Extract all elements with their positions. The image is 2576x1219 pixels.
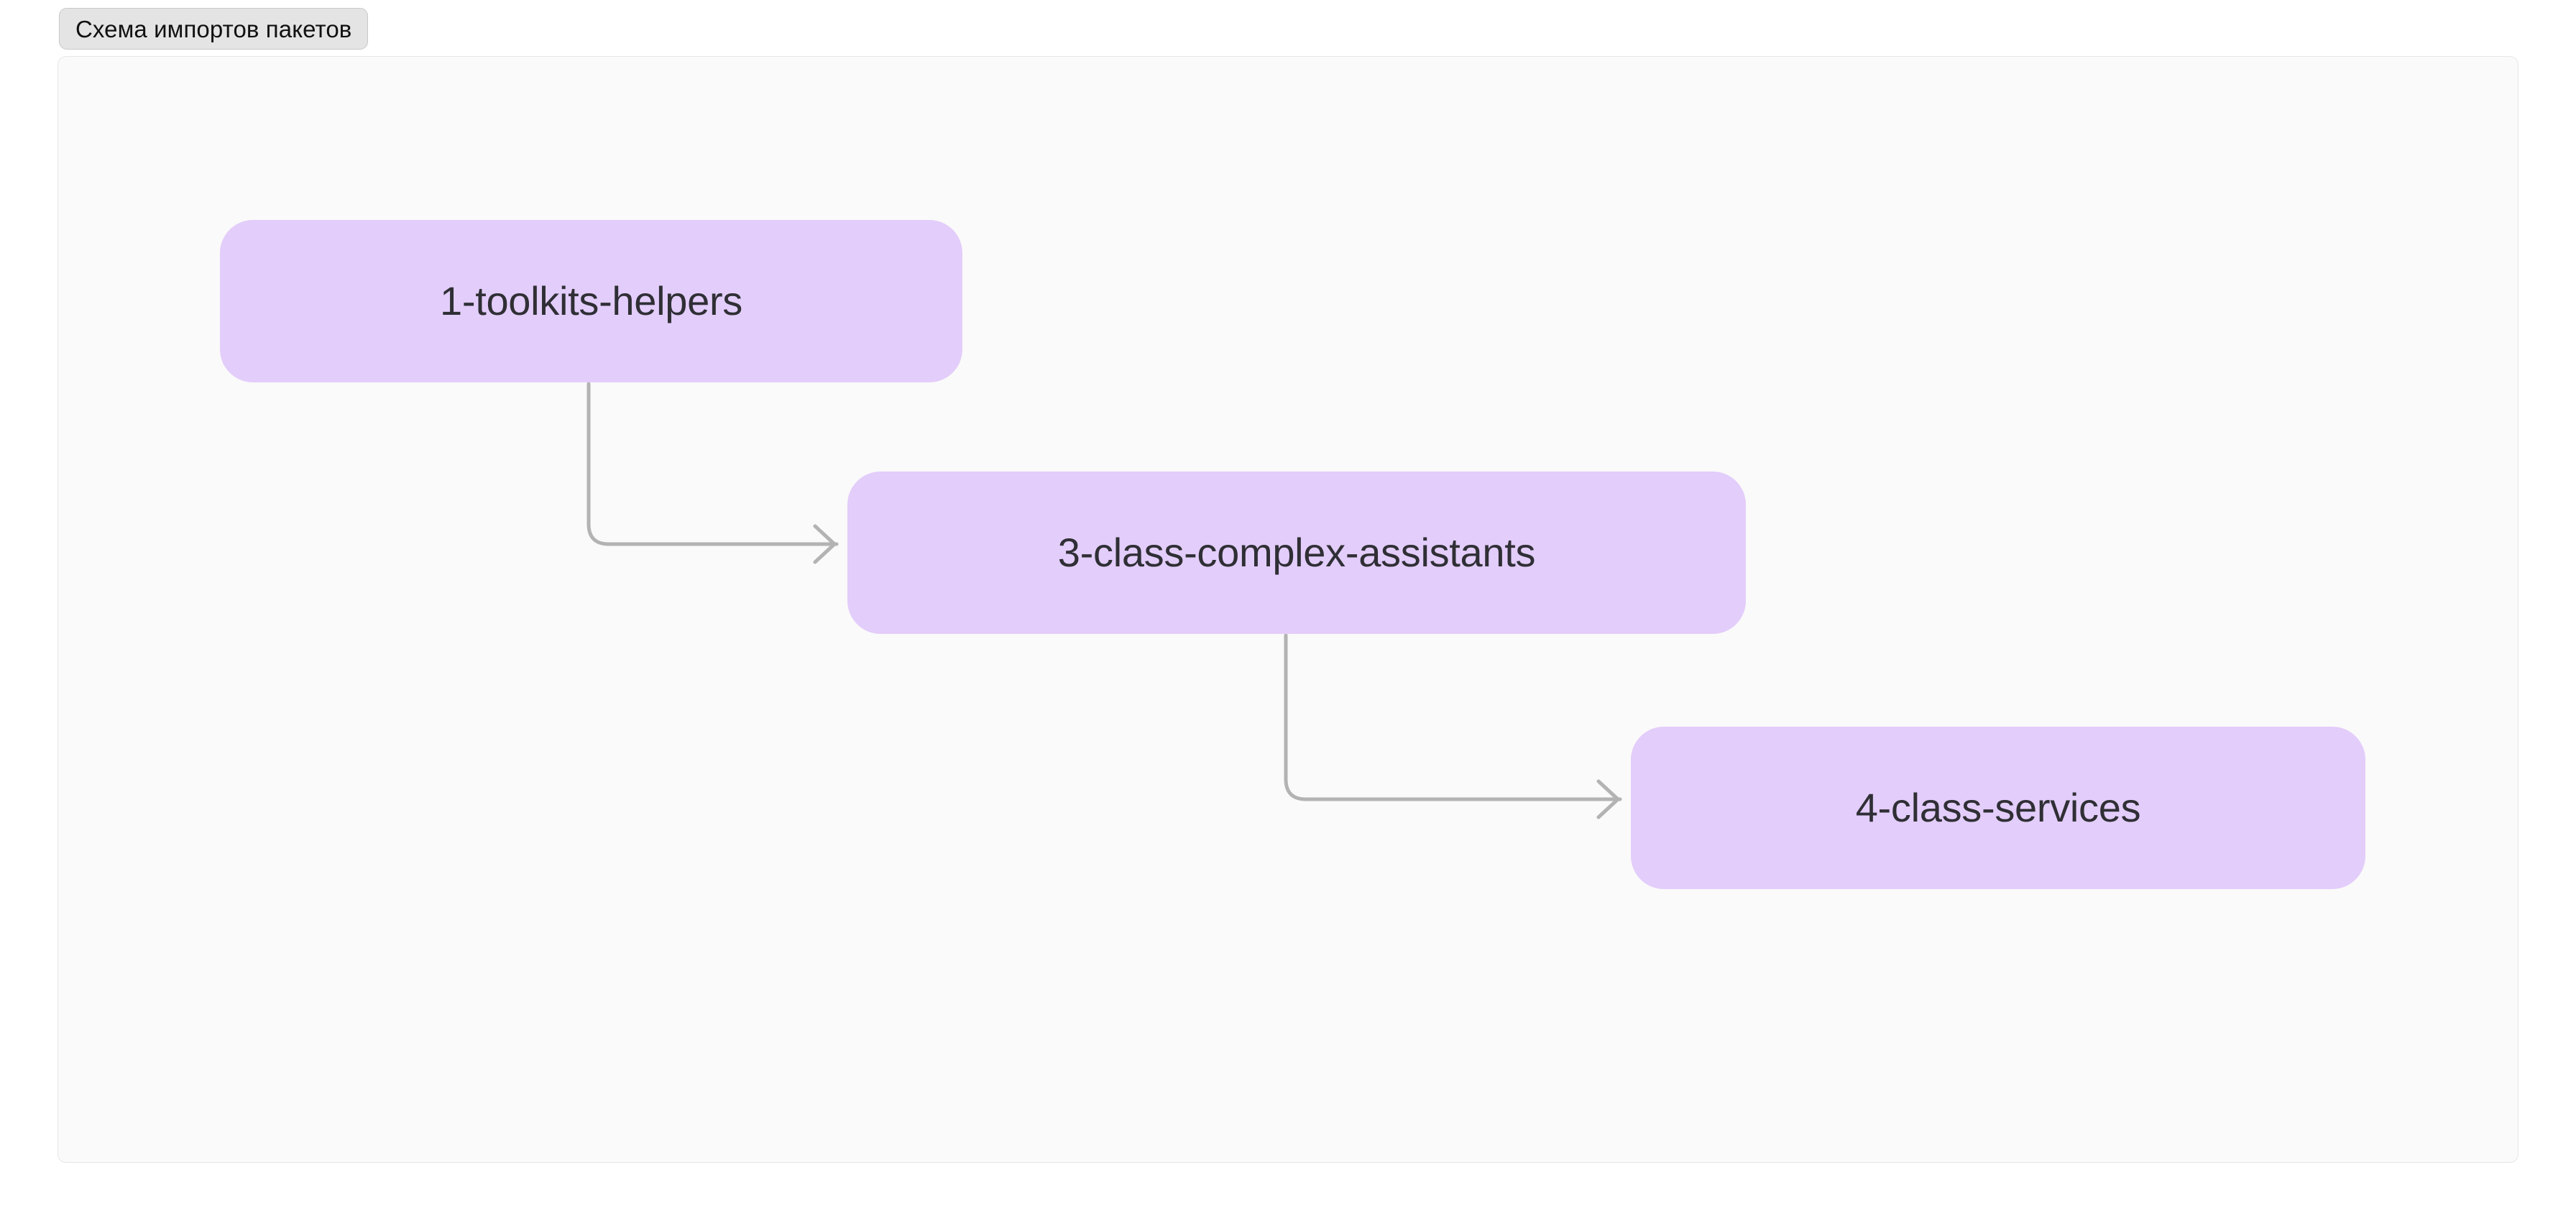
diagram-node-label: 1-toolkits-helpers	[440, 277, 742, 323]
tab-bar: Схема импортов пакетов	[0, 0, 2576, 55]
diagram-node-label: 3-class-complex-assistants	[1057, 529, 1536, 575]
arrowhead-icon	[813, 524, 837, 564]
diagram-canvas[interactable]: 1-toolkits-helpers 3-class-complex-assis…	[58, 57, 2518, 1162]
tab-imports-schema[interactable]: Схема импортов пакетов	[59, 8, 369, 50]
arrowhead-icon	[1596, 779, 1620, 819]
edge-n2-n3	[1284, 633, 1622, 819]
diagram-node-4-class-services[interactable]: 4-class-services	[1631, 727, 2365, 889]
edge-n1-n2	[586, 382, 839, 564]
tab-label: Схема импортов пакетов	[75, 15, 352, 42]
diagram-node-3-class-complex-assistants[interactable]: 3-class-complex-assistants	[847, 472, 1746, 634]
diagram-node-label: 4-class-services	[1855, 784, 2141, 830]
diagram-panel[interactable]: 1-toolkits-helpers 3-class-complex-assis…	[58, 56, 2518, 1163]
diagram-node-1-toolkits-helpers[interactable]: 1-toolkits-helpers	[220, 220, 962, 382]
